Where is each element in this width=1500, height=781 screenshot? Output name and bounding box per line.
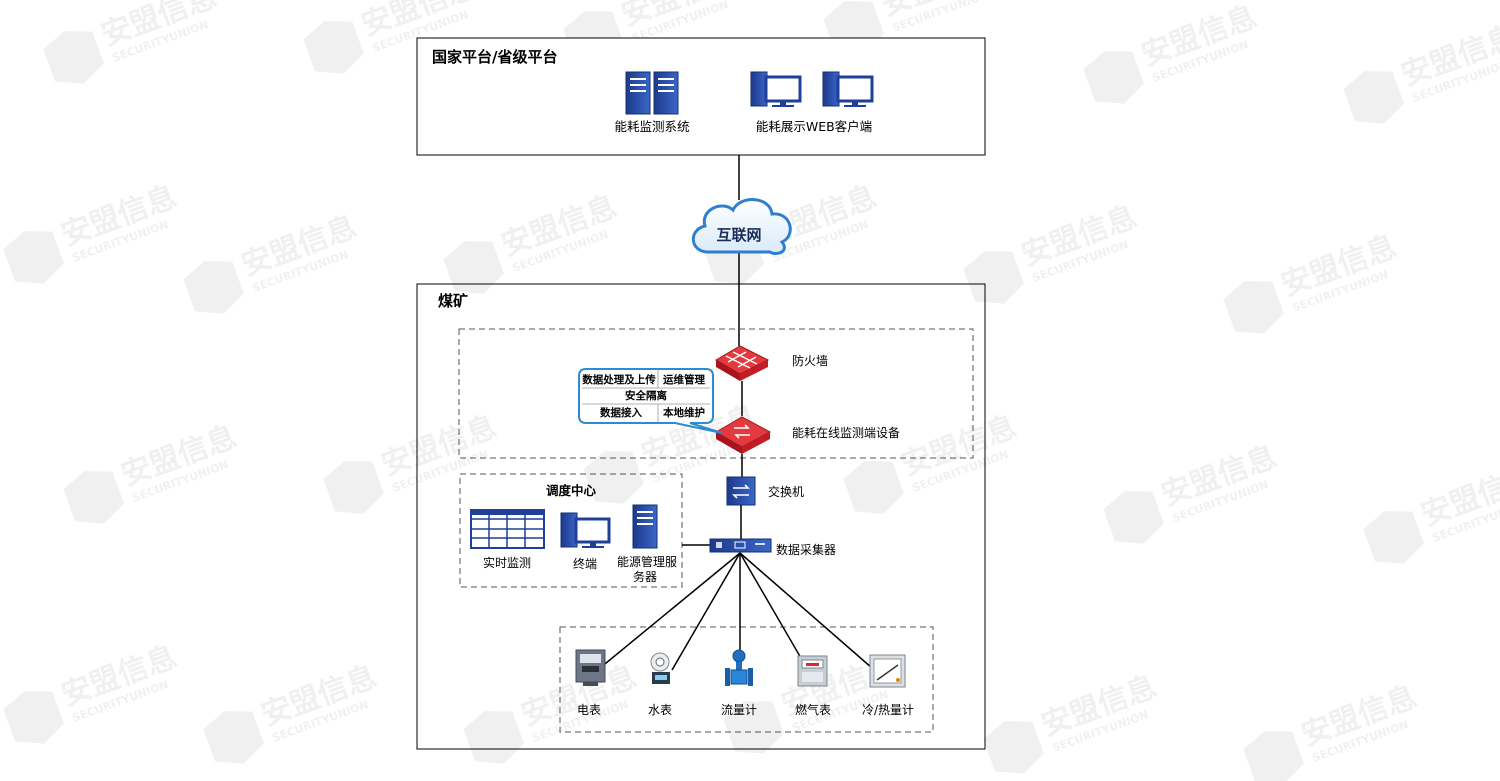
callout-box (578, 368, 723, 434)
energy-server-label-2: 务器 (633, 569, 657, 584)
link-line (671, 552, 741, 671)
callout-security-isolation: 安全隔离 (625, 389, 667, 402)
gas-meter-label: 燃气表 (795, 702, 831, 717)
water-meter-label: 水表 (648, 703, 672, 717)
cloud-icon (691, 198, 792, 256)
mine-box (416, 283, 986, 750)
firewall-icon (715, 345, 770, 381)
realtime-monitoring-label: 实时监测 (483, 555, 531, 570)
switch-label: 交换机 (768, 484, 804, 499)
national-platform-title: 国家平台/省级平台 (432, 48, 557, 66)
link-line (739, 552, 806, 666)
water-meter-icon (650, 652, 670, 684)
internet-label: 互联网 (716, 226, 761, 244)
monitor-device-icon (714, 416, 772, 454)
callout-local-maintenance: 本地维护 (663, 406, 705, 419)
link-line (599, 552, 741, 669)
callout-ops-management: 运维管理 (663, 373, 705, 386)
national-platform-box (416, 37, 986, 156)
switch-icon (726, 476, 756, 506)
heat-meter-label: 冷/热量计 (862, 703, 914, 717)
flow-meter-label: 流量计 (721, 703, 757, 717)
energy-server-label: 能源管理服 (617, 554, 677, 569)
computer-icon (822, 71, 874, 107)
callout-data-access: 数据接入 (599, 406, 642, 419)
dispatch-center-box (459, 473, 683, 588)
monitor-device-label: 能耗在线监测端设备 (792, 426, 900, 440)
dispatch-center-title: 调度中心 (546, 483, 597, 498)
computer-icon (560, 512, 611, 548)
security-zone (458, 328, 974, 459)
data-collector-icon (709, 538, 772, 553)
gas-meter-icon (797, 655, 828, 687)
mine-title: 煤矿 (438, 292, 468, 310)
computer-icon (750, 71, 802, 107)
heat-meter-icon (869, 654, 906, 688)
data-collector-label: 数据采集器 (776, 542, 836, 557)
flow-meter-icon (725, 649, 753, 686)
electric-meter-icon (575, 649, 606, 686)
electric-meter-label: 电表 (577, 703, 601, 717)
terminal-label: 终端 (573, 556, 597, 571)
firewall-label: 防火墙 (792, 353, 828, 368)
server-icon (625, 71, 679, 115)
video-wall-icon (470, 509, 545, 549)
web-client-label: 能耗展示WEB客户端 (756, 119, 872, 134)
meters-zone (559, 626, 934, 733)
callout-data-processing: 数据处理及上传 (581, 373, 656, 386)
monitor-system-label: 能耗监测系统 (614, 119, 689, 134)
link-line (739, 552, 873, 669)
server-icon (632, 504, 658, 549)
